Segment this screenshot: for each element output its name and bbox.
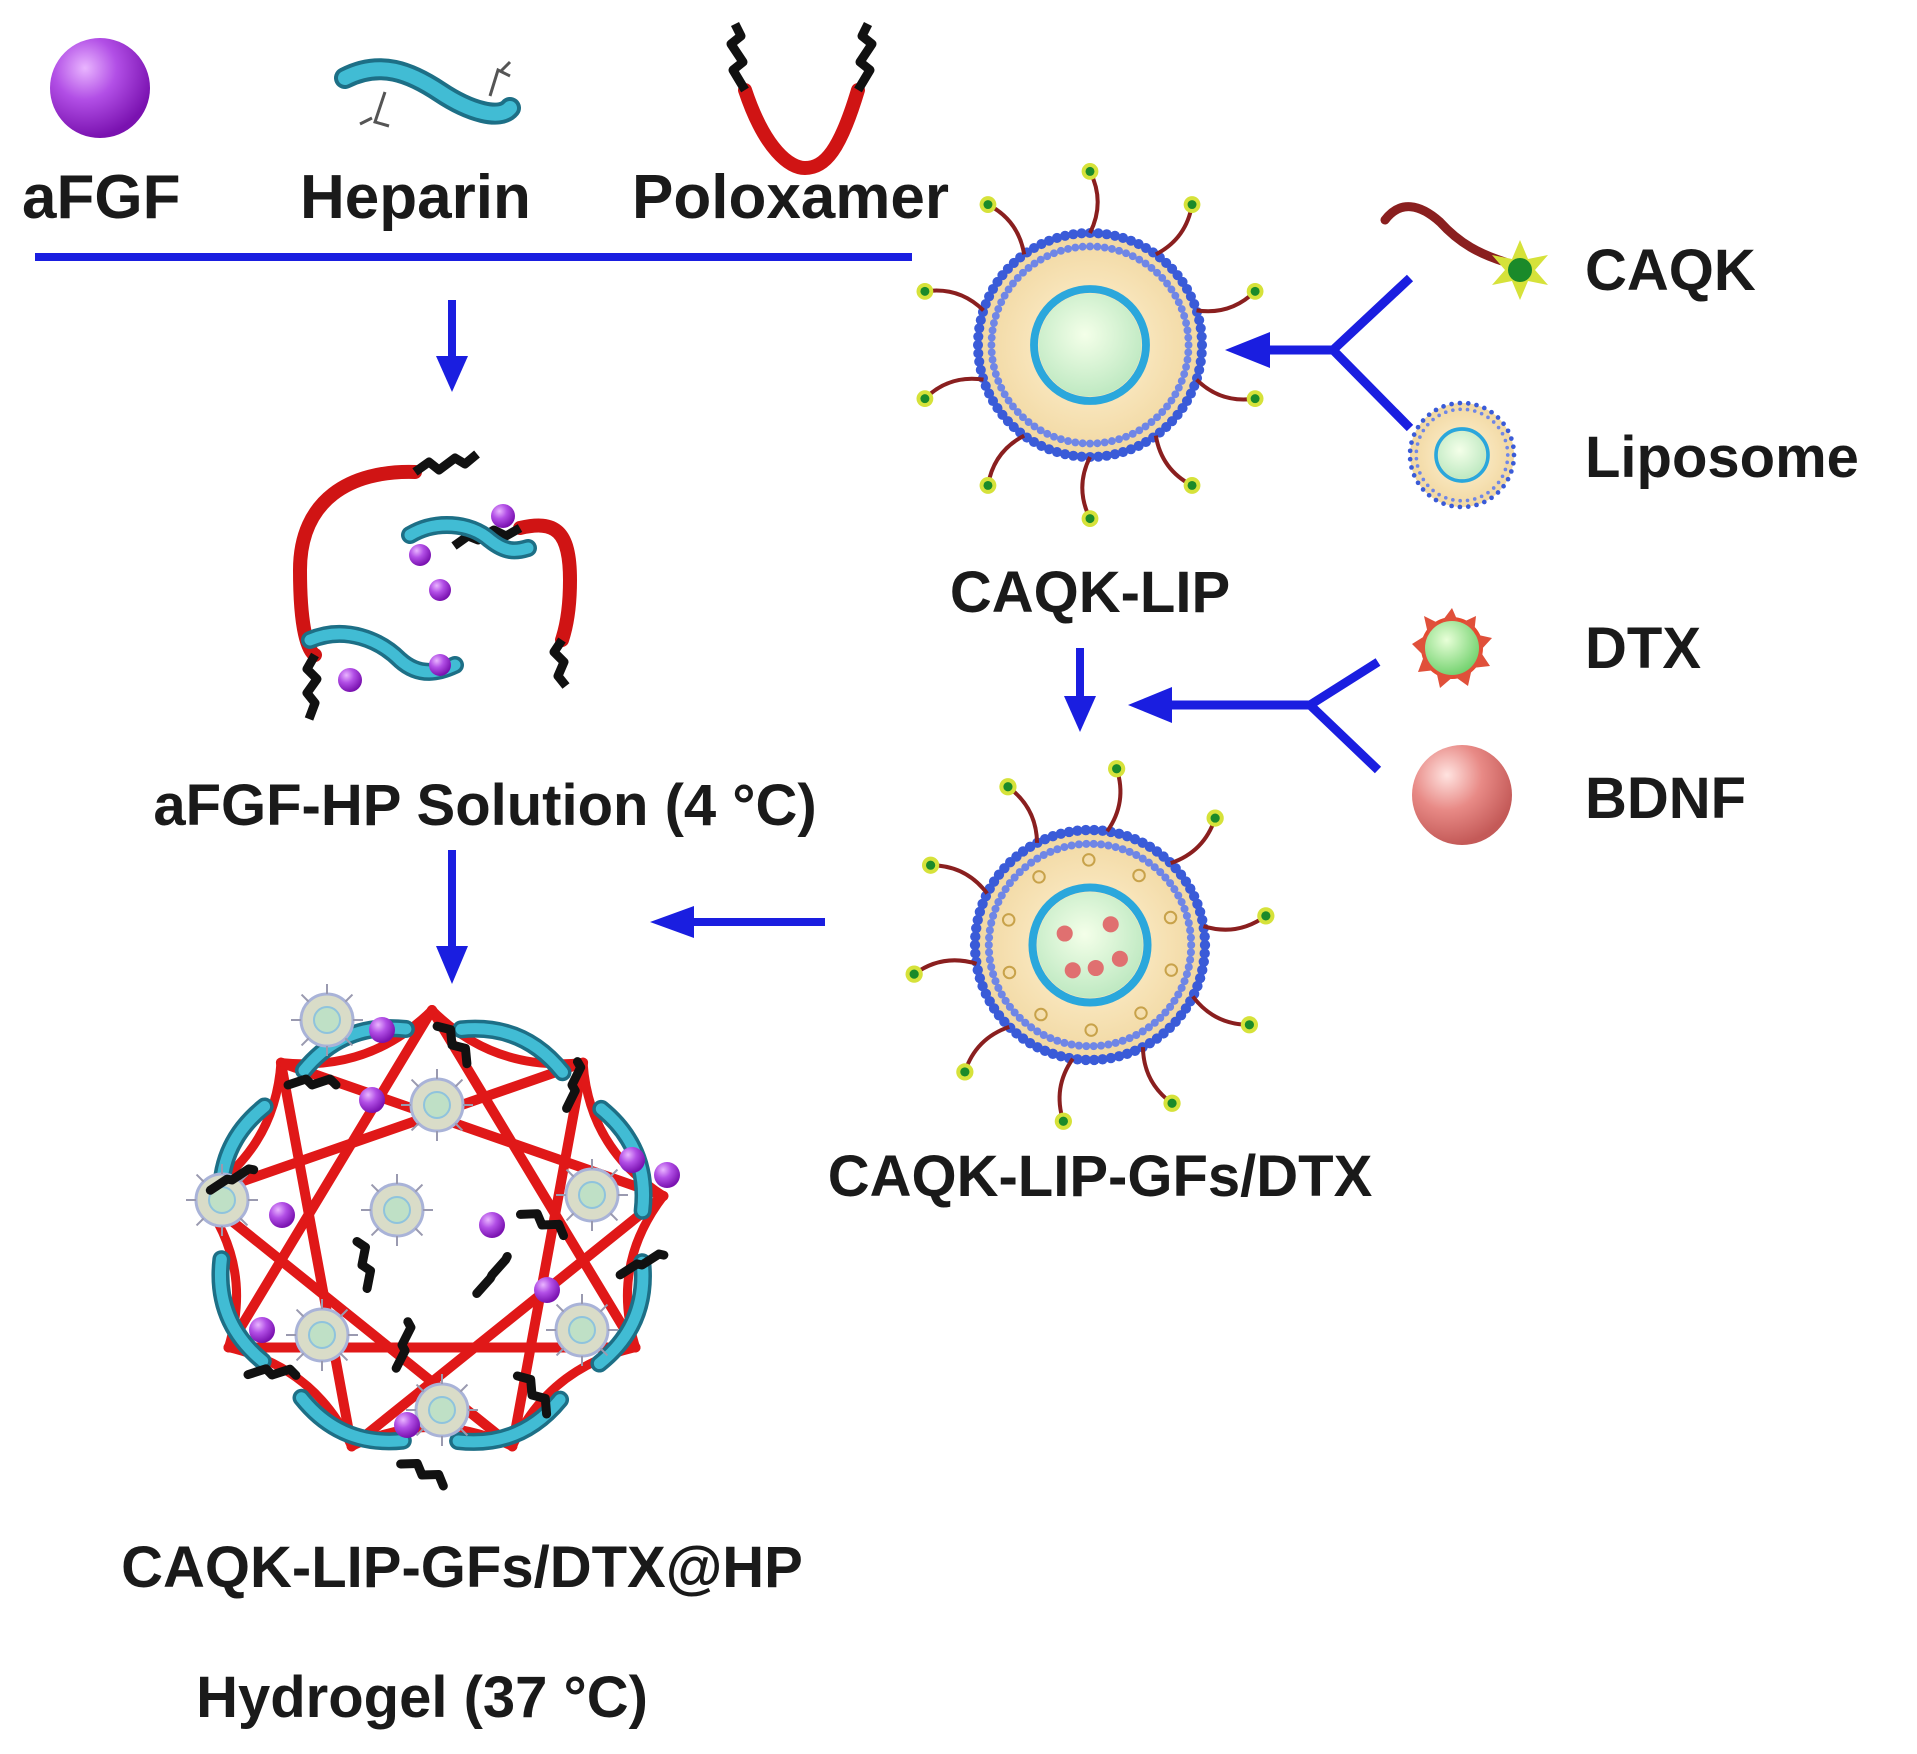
caqk-star-icon	[1492, 240, 1548, 300]
legend-liposome: Liposome	[1407, 400, 1859, 510]
arrow-caqk-liposome-merge	[1225, 274, 1414, 432]
arrow-legend-to-solution	[436, 300, 468, 392]
liposome-label: Liposome	[1585, 425, 1859, 490]
heparin-label: Heparin	[300, 163, 531, 232]
caqk-lip-gfs-dtx-particle	[905, 760, 1275, 1130]
caqk-peptide-icon	[1380, 202, 1510, 267]
legend-poloxamer: Poloxamer	[632, 21, 949, 232]
arrow-caqklip-to-loaded	[1064, 648, 1096, 732]
dtx-label: DTX	[1585, 616, 1701, 681]
legend-afgf: aFGF	[22, 38, 180, 232]
caqk-label: CAQK	[1585, 238, 1756, 303]
bdnf-sphere-icon	[1412, 745, 1512, 845]
afgf-hp-solution-illustration	[292, 450, 578, 721]
poloxamer-label: Poloxamer	[632, 163, 949, 232]
legend-dtx: DTX	[1412, 608, 1701, 688]
caqk-lip-gfs-dtx-label: CAQK-LIP-GFs/DTX	[828, 1144, 1373, 1209]
hydrogel-network-illustration	[186, 984, 680, 1491]
afgf-label: aFGF	[22, 163, 180, 232]
bdnf-label: BDNF	[1585, 766, 1746, 831]
caqk-lip-particle	[916, 163, 1264, 527]
afgf-hp-solution-label: aFGF-HP Solution (4 °C)	[153, 773, 816, 838]
arrow-solution-to-hydrogel	[436, 850, 468, 984]
poloxamer-chain-icon	[738, 83, 865, 176]
hydrogel-label-line1: CAQK-LIP-GFs/DTX@HP	[121, 1535, 803, 1600]
arrow-loaded-to-hydrogel	[650, 906, 825, 938]
hydrogel-label-line2: Hydrogel (37 °C)	[196, 1665, 648, 1730]
legend-caqk: CAQK	[1380, 202, 1756, 303]
afgf-sphere-icon	[50, 38, 150, 138]
legend-heparin: Heparin	[300, 58, 531, 232]
arrow-dtx-bdnf-merge	[1128, 658, 1382, 774]
heparin-branch-icon	[359, 60, 512, 128]
caqk-lip-label: CAQK-LIP	[950, 560, 1230, 625]
legend-bdnf: BDNF	[1412, 745, 1746, 845]
dtx-particle-icon	[1412, 608, 1492, 688]
